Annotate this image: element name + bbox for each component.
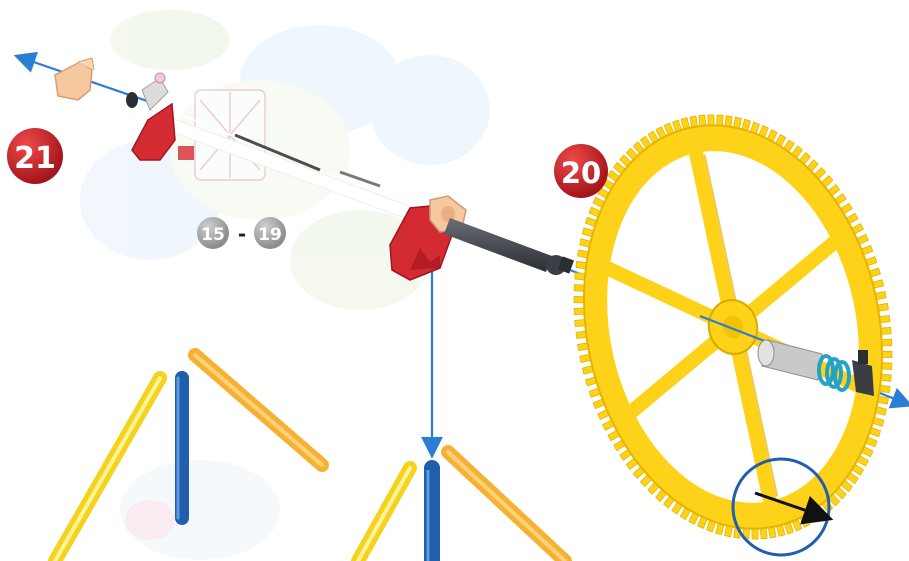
grey-connector-left bbox=[142, 78, 168, 110]
step-range-end: 19 bbox=[258, 225, 282, 245]
step-badge-20: 20 bbox=[554, 144, 608, 198]
dark-axle bbox=[444, 218, 574, 275]
dark-spacer-left bbox=[126, 92, 138, 108]
svg-text:21: 21 bbox=[14, 141, 56, 176]
step-range-separator: - bbox=[238, 222, 246, 246]
svg-text:20: 20 bbox=[561, 156, 601, 190]
step-badge-21: 21 bbox=[7, 128, 63, 184]
step-range-start: 15 bbox=[201, 225, 225, 245]
frame-rods-center bbox=[358, 452, 565, 561]
step-range-badge: 15 - 19 bbox=[197, 217, 286, 249]
peach-end-cap-left bbox=[55, 58, 94, 100]
